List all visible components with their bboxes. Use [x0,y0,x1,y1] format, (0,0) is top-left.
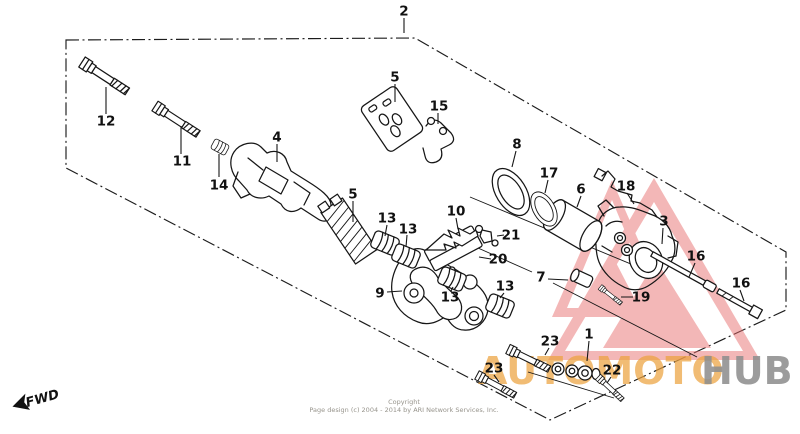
part-pin-16-a [650,251,717,293]
fwd-arrow-icon [12,393,31,410]
parts-group [78,56,764,403]
callout-22-27: 22 [603,363,622,379]
part-stopper-bracket-15 [422,116,455,164]
callout-4-4: 4 [272,130,281,146]
callout-13-8: 13 [378,211,397,227]
callout-1-26: 1 [584,327,593,343]
part-pin-16-b [716,288,764,320]
callout-14-3: 14 [210,178,229,194]
callout-11-2: 11 [173,154,192,170]
callout-19-21: 19 [632,290,651,306]
callout-13-23: 13 [441,290,460,306]
callout-6-15: 6 [576,182,585,198]
callout-16-18: 16 [687,249,706,265]
callout-13-24: 13 [496,279,515,295]
footer-copyright: Copyright Page design (c) 2004 - 2014 by… [309,398,498,414]
callout-18-16: 18 [617,179,636,195]
part-arm-bracket-4 [230,142,332,222]
part-bushing-7 [570,268,594,288]
watermark-logo-triangles [548,178,760,360]
callout-leader-lines [105,18,745,384]
copyright-line2: Page design (c) 2004 - 2014 by ARI Netwo… [309,406,498,414]
callout-12-1: 12 [97,114,116,130]
callout-13-9: 13 [399,222,418,238]
watermark-text-hub: HUB [701,349,793,393]
callout-2-0: 2 [399,4,408,20]
callout-9-22: 9 [375,286,384,302]
callout-3-17: 3 [659,214,668,230]
callout-5-7: 5 [348,187,357,203]
part-shim-plate-5-top [360,86,424,152]
callout-10-10: 10 [447,204,466,220]
part-bleeder-valve-21 [474,224,499,247]
callout-21-11: 21 [502,228,521,244]
part-brake-pipe-18 [593,167,658,218]
part-pad-shim-5 [317,193,378,265]
callout-17-14: 17 [540,166,559,182]
copyright-line1: Copyright [388,398,420,406]
callout-23-25: 23 [541,334,560,350]
callout-7-20: 7 [536,270,545,286]
callout-8-13: 8 [512,137,521,153]
callout-15-6: 15 [430,99,449,115]
callout-16-19: 16 [732,276,751,292]
callout-23-28: 23 [485,361,504,377]
callout-5-5: 5 [390,70,399,86]
callout-20-12: 20 [489,252,508,268]
